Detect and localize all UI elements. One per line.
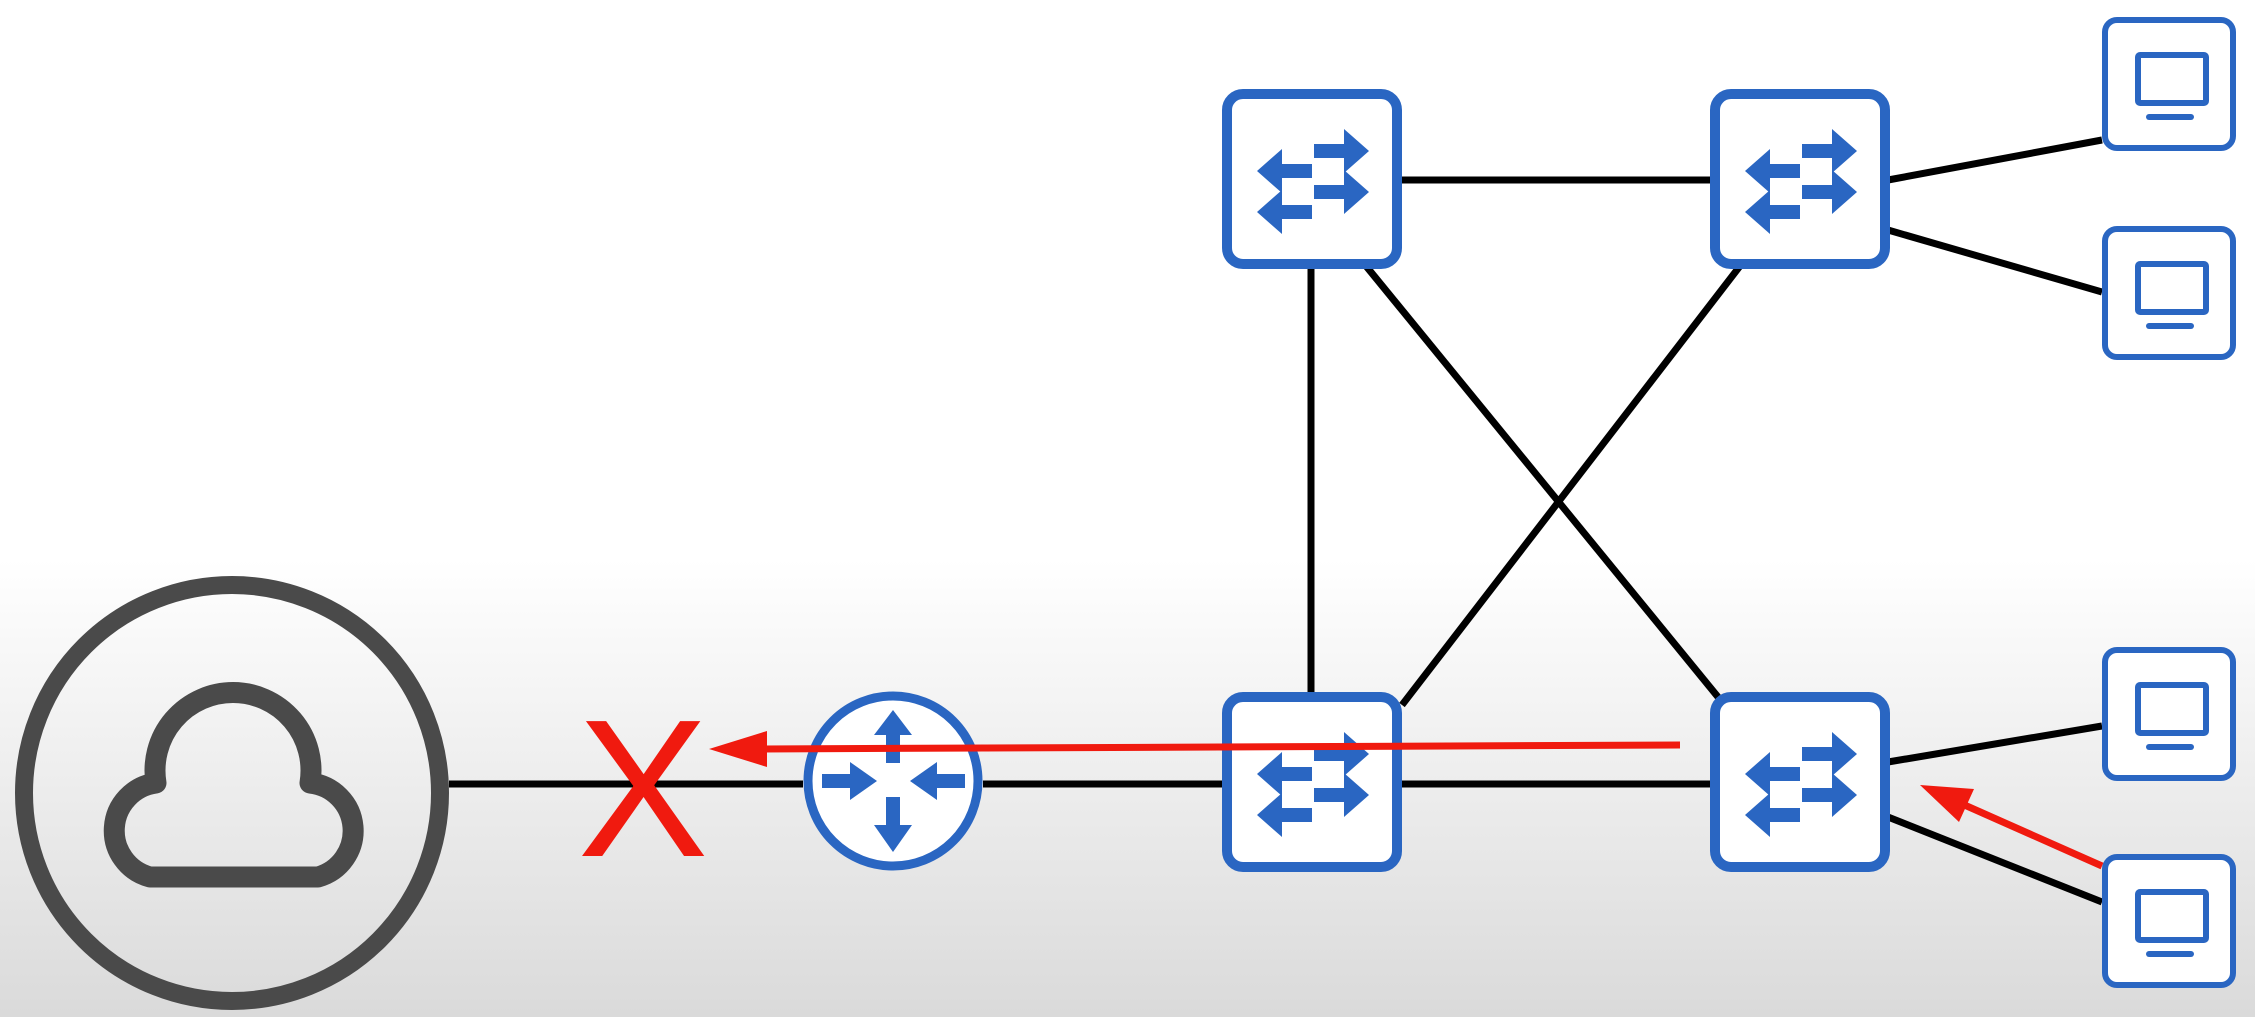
- links: [449, 136, 2104, 906]
- link-switch-4-pc-4: [1886, 813, 2104, 906]
- traffic-arrow-to-internet: [709, 731, 1681, 767]
- switch-3[interactable]: [1227, 697, 1397, 867]
- link-switch-2-pc-2: [1887, 226, 2103, 296]
- cloud-icon: [103, 682, 364, 888]
- switch-2[interactable]: [1715, 94, 1885, 264]
- link-switch-1-switch-4: [1363, 263, 1721, 700]
- arrowhead-icon: [1920, 785, 1974, 822]
- switch-1[interactable]: [1227, 94, 1397, 264]
- pc-1[interactable]: [2105, 20, 2233, 148]
- traffic-arrow-from-pc-4: [1920, 785, 2104, 870]
- internet-cloud-node[interactable]: [15, 576, 449, 1010]
- link-switch-2-switch-3: [1399, 263, 1743, 708]
- router-node[interactable]: [803, 691, 983, 871]
- pc-2[interactable]: [2105, 229, 2233, 357]
- switch-4[interactable]: [1715, 697, 1885, 867]
- pc-4[interactable]: [2105, 857, 2233, 985]
- arrowhead-icon: [709, 731, 767, 767]
- pc-3[interactable]: [2105, 650, 2233, 778]
- link-failure-mark: X: [578, 679, 709, 898]
- router-icon: [822, 710, 965, 852]
- link-switch-2-pc-1: [1887, 136, 2103, 184]
- link-switch-4-pc-3: [1887, 722, 2103, 766]
